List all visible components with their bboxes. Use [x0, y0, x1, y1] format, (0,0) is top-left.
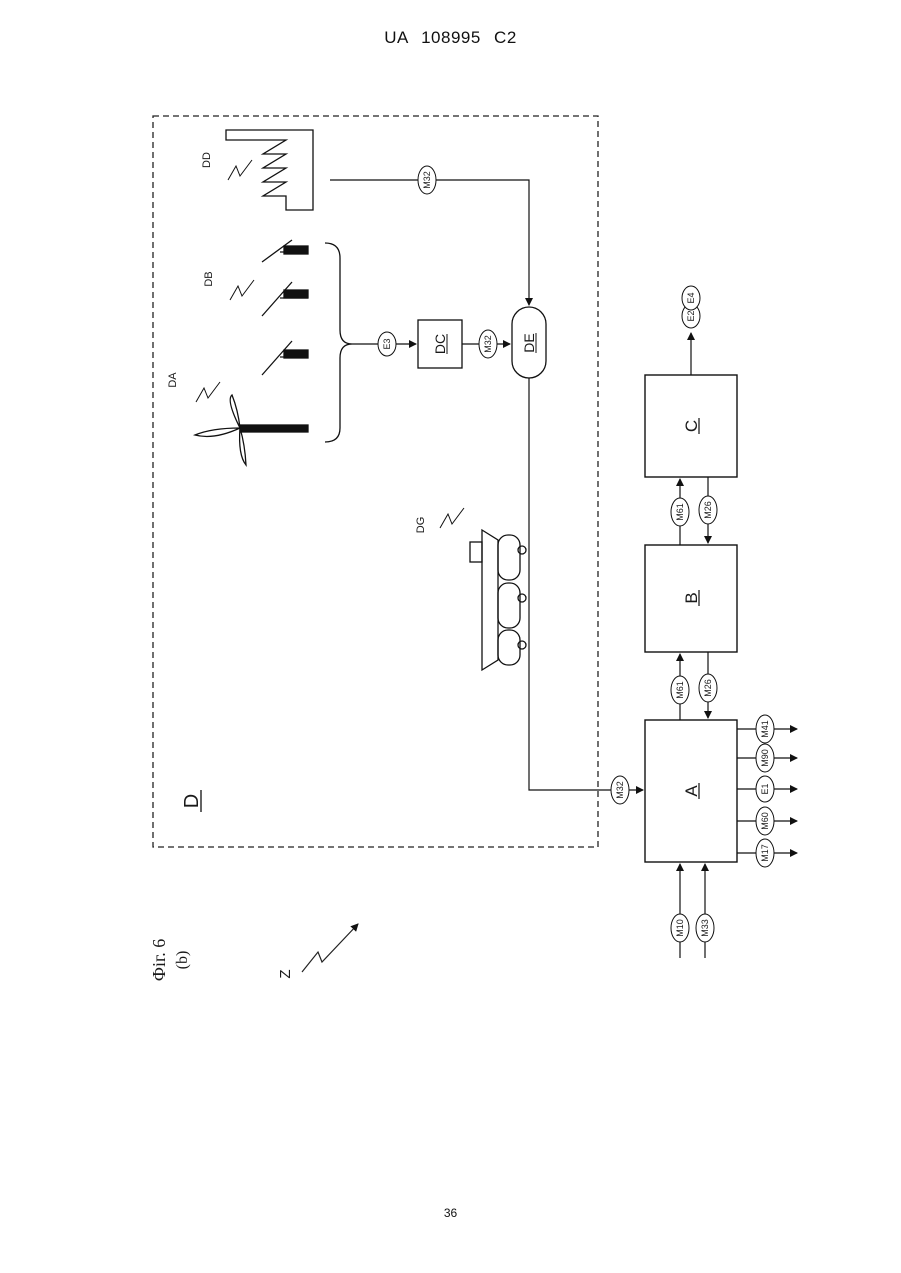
stream-m10-label: M10 — [675, 919, 685, 937]
source-dg-label: DG — [415, 517, 427, 534]
flow-dd-to-de-m32 — [330, 180, 529, 305]
source-dd-label: DD — [201, 152, 213, 168]
pointer-z-squiggle — [302, 924, 358, 972]
source-dg-leader — [440, 508, 464, 528]
stream-m17-label: M17 — [760, 844, 770, 862]
block-b-label: B — [682, 592, 701, 603]
source-da-label: DA — [167, 372, 179, 388]
stream-m26-ab-label: M26 — [703, 679, 713, 697]
factory-icon — [226, 130, 313, 210]
page-number: 36 — [0, 1206, 901, 1220]
region-d-label: D — [181, 794, 203, 808]
stream-m60-label: M60 — [760, 812, 770, 830]
region-d-boundary — [153, 116, 598, 847]
node-dc-label: DC — [432, 334, 448, 354]
figure-caption-sub: (b) — [174, 951, 191, 970]
stream-m61-ab-label: M61 — [675, 681, 685, 699]
stream-m32-a-label: M32 — [615, 781, 625, 799]
stream-m61-bc-label: M61 — [675, 503, 685, 521]
stream-m41-label: M41 — [760, 720, 770, 738]
stream-m26-bc-label: M26 — [703, 501, 713, 519]
stream-e4-label: E4 — [686, 292, 696, 303]
source-da-leader — [196, 382, 220, 402]
source-db-label: DB — [203, 271, 215, 286]
pointer-label-z: Z — [277, 969, 294, 978]
block-c-label: C — [682, 420, 701, 432]
brace-renewables — [325, 243, 352, 442]
stream-m90-label: M90 — [760, 749, 770, 767]
stream-m33-label: M33 — [700, 919, 710, 937]
node-de-label: DE — [521, 333, 537, 352]
solar-panels-icon — [262, 240, 308, 375]
stream-m32-dc-label: M32 — [483, 335, 493, 353]
stream-e2-label: E2 — [686, 310, 696, 321]
flow-de-to-a-m32 — [529, 378, 643, 790]
stream-e3-label: E3 — [382, 338, 392, 349]
figure-caption: Фіг. 6 — [149, 939, 169, 982]
stream-e1-label: E1 — [760, 783, 770, 794]
stream-m32-dd-label: M32 — [422, 171, 432, 189]
ship-icon — [470, 530, 526, 670]
source-db-leader — [230, 280, 254, 300]
wind-turbine-icon — [195, 395, 308, 465]
source-dd-leader — [228, 160, 252, 180]
block-a-label: A — [682, 785, 701, 797]
